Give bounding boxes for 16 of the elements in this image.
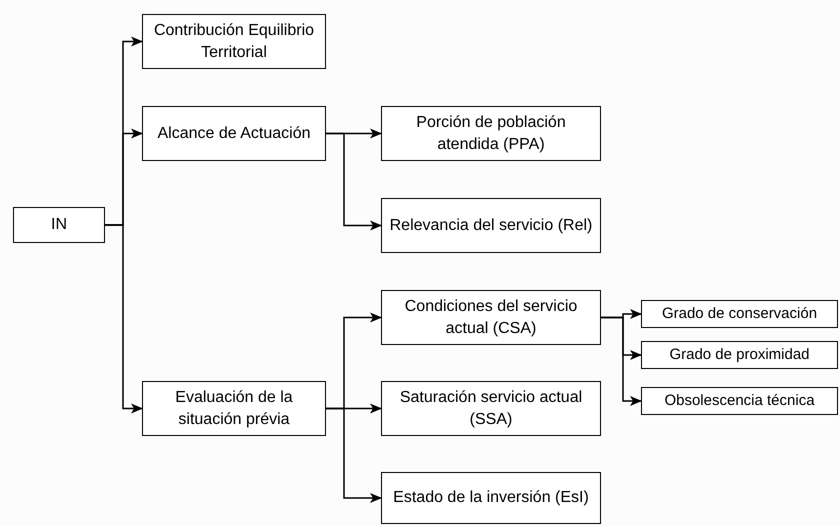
- arrow: [601, 316, 642, 406]
- text-box: Condiciones del servicio actual (CSA): [381, 290, 601, 345]
- text-box: Saturación servicio actual (SSA): [381, 381, 601, 436]
- arrow: [105, 224, 143, 414]
- text-box: Contribución Equilibrio Territorial: [142, 14, 326, 69]
- text-box: Porción de población atendida (PPA): [381, 106, 601, 161]
- arrow: [326, 132, 382, 230]
- text-box: Estado de la inversión (EsI): [381, 472, 601, 524]
- text-box: Obsolescencia técnica: [641, 387, 838, 415]
- text-box: Grado de conservación: [641, 300, 838, 328]
- text-box: Relevancia del servicio (Rel): [381, 198, 601, 253]
- arrow: [326, 408, 382, 503]
- text-box: Evaluación de la situación prévia: [142, 381, 326, 436]
- text-box: IN: [13, 207, 105, 243]
- text-box: Grado de proximidad: [641, 341, 838, 369]
- text-box: Alcance de Actuación: [142, 106, 326, 161]
